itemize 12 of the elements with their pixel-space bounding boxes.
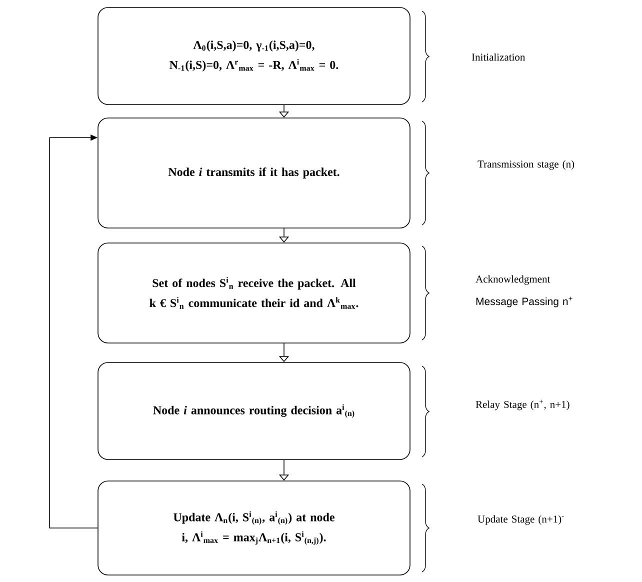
- stage-label: Acknowledgment: [476, 275, 550, 285]
- stage-label: Message Passing n$^{+}$: [476, 296, 572, 308]
- process-box: Node i announces routing decision a$^{i}$(n): [98, 362, 410, 460]
- stage-label: Update Stage (n+1)$^{-}$: [478, 515, 564, 525]
- stage-label: Transmission stage (n): [478, 160, 574, 170]
- stage-label: Relay Stage (n$^{+}$, n+1): [476, 400, 570, 410]
- feedback-arrow: [49, 134, 98, 528]
- process-box: Update Λ$_{n}$(i, S$^{i}$$_{(n)}$, a$^{i}$$_{(n)}$) at node i, Λ$^{i}$$_{max}$ = max$_{j}$Λ$_{n+1}$(i, S$^{i}$$_{(n,j)}$).: [98, 480, 410, 576]
- process-box: Λ$_{0}$(i,S,a)=0, γ$_{-1}$(i,S,a)=0, N$_{-1}$(i,S)=0, Λ$^{r}$$_{max}$ = -R, Λ$^{i}$$_{max}$ = 0.: [98, 7, 410, 105]
- process-box: Set of nodes S$^{i}$$_{n}$ receive the packet. All k € S$^{i}$$_{n}$ communicate their id and Λ$^{k}$$_{max}$.: [98, 242, 410, 344]
- process-box: Node i transmits if it has packet.: [98, 118, 410, 228]
- stage-label: Initialization: [472, 53, 526, 61]
